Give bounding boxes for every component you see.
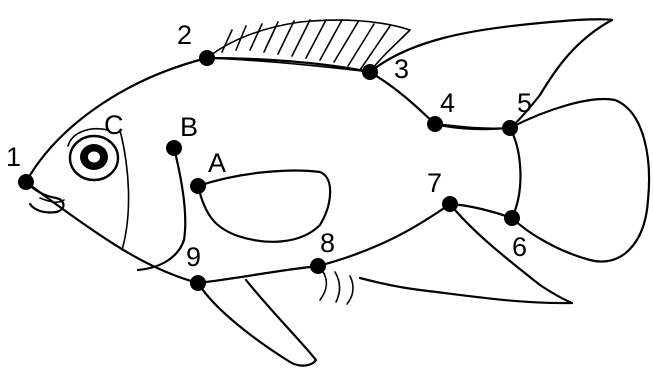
caudal-fin (510, 99, 649, 262)
landmark-5-label: 5 (517, 88, 532, 118)
landmark-6-point (504, 210, 520, 226)
anal-fin (360, 204, 572, 303)
landmark-5-point (502, 120, 518, 136)
landmark-4-label: 4 (440, 88, 455, 118)
landmark-A-label: A (208, 148, 226, 178)
landmark-1-label: 1 (6, 142, 21, 172)
operculum-line (138, 148, 185, 270)
landmark-9-label: 9 (186, 242, 201, 272)
landmark-7-label: 7 (427, 168, 442, 198)
landmark-9-point (190, 275, 206, 291)
landmark-3-label: 3 (394, 54, 409, 84)
pelvic-fin (198, 280, 316, 366)
landmark-C-label: C (104, 110, 124, 140)
landmark-points (18, 50, 520, 291)
landmark-8-label: 8 (320, 228, 335, 258)
landmark-3-point (362, 64, 378, 80)
landmark-1-point (18, 174, 34, 190)
landmark-labels: 1 2 3 4 5 6 7 8 9 A B C (6, 20, 532, 272)
landmark-2-point (199, 50, 215, 66)
landmark-A-point (190, 178, 206, 194)
landmark-7-point (442, 196, 458, 212)
landmark-6-label: 6 (512, 232, 527, 262)
landmark-2-label: 2 (177, 20, 192, 50)
landmark-B-point (166, 140, 182, 156)
landmark-8-point (310, 258, 326, 274)
pectoral-fin (198, 171, 330, 242)
landmark-4-point (427, 116, 443, 132)
landmark-B-label: B (180, 112, 198, 142)
